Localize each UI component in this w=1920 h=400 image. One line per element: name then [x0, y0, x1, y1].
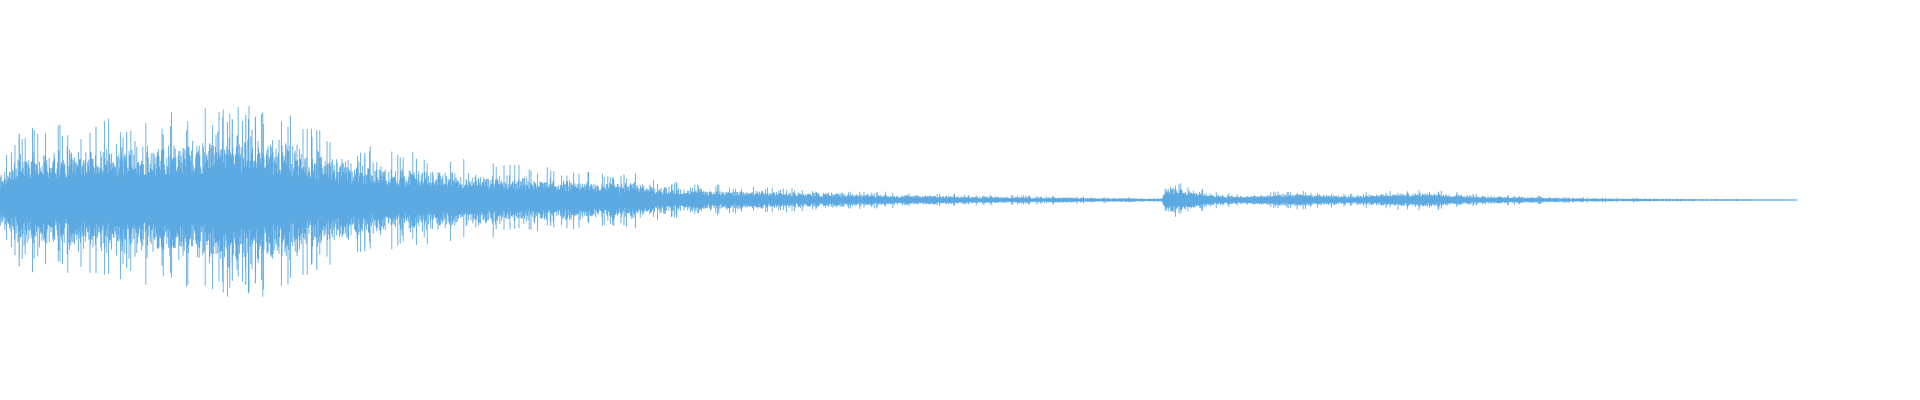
waveform-body — [0, 106, 1797, 297]
waveform-samples — [0, 106, 1798, 297]
